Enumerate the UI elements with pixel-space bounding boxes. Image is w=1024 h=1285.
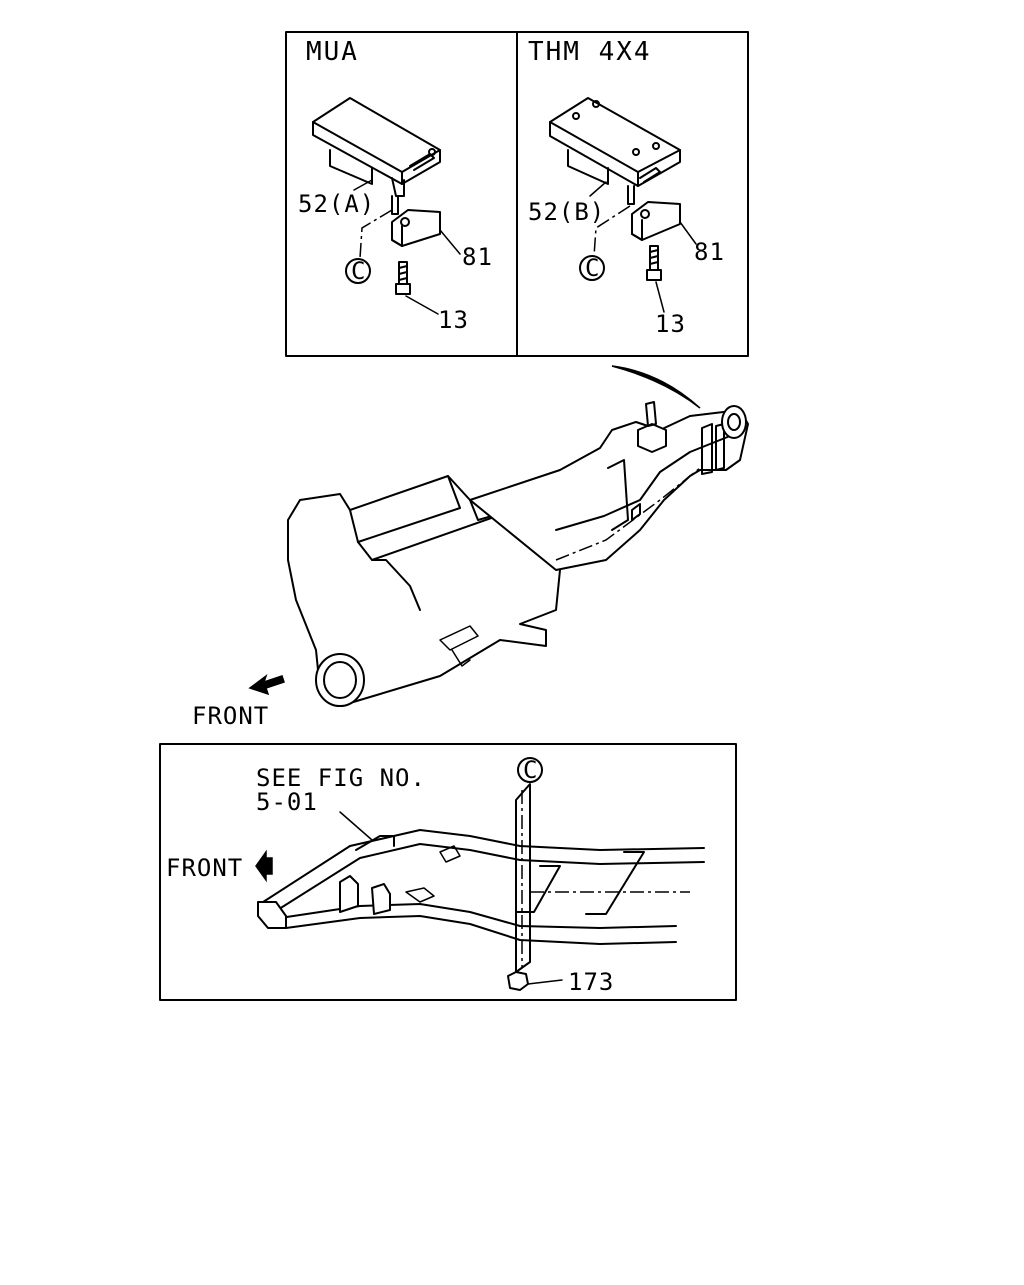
callout-173: 173 bbox=[568, 968, 614, 996]
bracket-52a bbox=[312, 97, 441, 197]
callout-81-right: 81 bbox=[694, 238, 725, 266]
bolt-13-left bbox=[395, 261, 411, 295]
ref-c-left: C bbox=[351, 257, 366, 285]
callout-52a: 52(A) bbox=[298, 190, 375, 218]
front-label-main: FRONT bbox=[192, 702, 269, 730]
front-indicator-main: FRONT bbox=[192, 673, 285, 730]
transmission-assembly bbox=[287, 401, 749, 707]
reference-line-left bbox=[359, 209, 393, 259]
detail-pointer bbox=[611, 365, 701, 409]
ref-c-frame: C bbox=[523, 756, 538, 784]
nut-173 bbox=[507, 971, 529, 991]
front-arrow-icon-frame bbox=[255, 849, 273, 883]
mount-bar bbox=[515, 783, 531, 973]
callout-13-left: 13 bbox=[438, 306, 469, 334]
bracket-52b bbox=[549, 97, 681, 187]
callout-52b: 52(B) bbox=[528, 198, 605, 226]
callout-81-left: 81 bbox=[462, 243, 493, 271]
thm-header: THM 4X4 bbox=[528, 37, 652, 67]
ref-c-right: C bbox=[585, 254, 600, 282]
plate-81-right bbox=[631, 201, 681, 241]
stud-b bbox=[627, 185, 635, 205]
see-fig-line1: SEE FIG NO. bbox=[256, 764, 426, 792]
vehicle-frame bbox=[257, 829, 705, 945]
bolt-13-right bbox=[646, 245, 662, 281]
plate-81-left bbox=[391, 209, 441, 247]
reference-circle-c-icon-right bbox=[579, 255, 605, 281]
mua-panel: MUA 52(A) 81 C bbox=[298, 37, 493, 334]
thm4x4-panel: THM 4X4 52(B) 81 C bbox=[528, 37, 725, 338]
reference-circle-c-icon-frame bbox=[517, 757, 543, 783]
detail-panel bbox=[285, 31, 749, 357]
reference-line-right bbox=[593, 205, 631, 257]
stud-a bbox=[391, 195, 399, 215]
mua-header: MUA bbox=[306, 37, 359, 67]
frame-panel: SEE FIG NO. 5-01 FRONT C bbox=[159, 743, 737, 1001]
reference-circle-c-icon bbox=[345, 258, 371, 284]
front-arrow-icon bbox=[248, 673, 285, 696]
see-fig-line2: 5-01 bbox=[256, 788, 318, 816]
frame-panel-border bbox=[159, 743, 737, 1001]
callout-13-right: 13 bbox=[655, 310, 686, 338]
front-label-frame: FRONT bbox=[166, 854, 243, 882]
